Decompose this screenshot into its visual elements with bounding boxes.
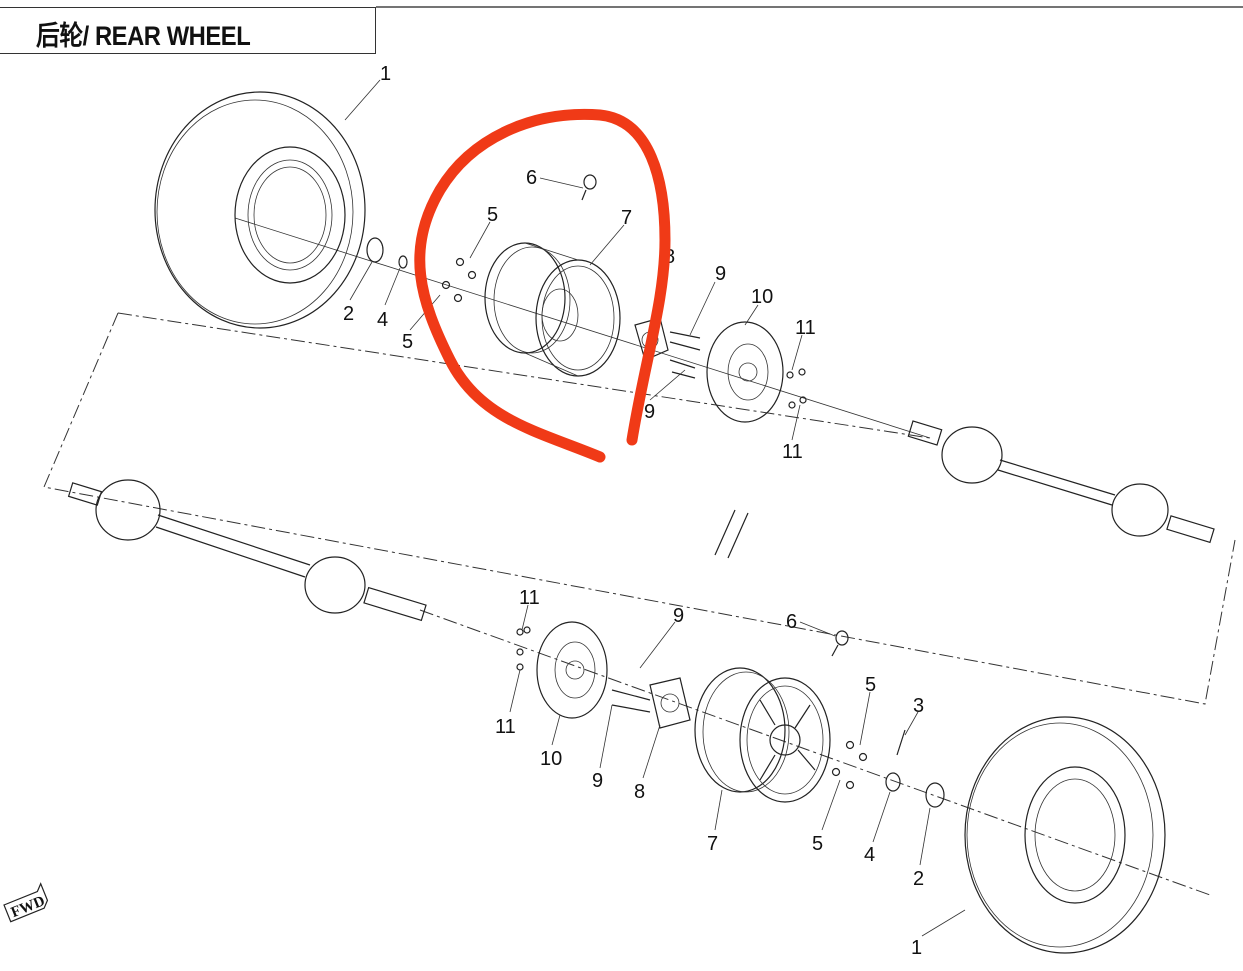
axle-outline — [43, 312, 1236, 705]
callout: 9 — [673, 605, 684, 627]
callout: 1 — [911, 937, 922, 959]
rim-bottom — [694, 667, 831, 803]
studs-top — [669, 331, 701, 379]
callout: 1 — [380, 63, 391, 85]
callout: 10 — [751, 286, 773, 308]
axle-center-top — [117, 312, 931, 439]
lug-nuts-top — [441, 257, 477, 303]
callout: 9 — [644, 401, 655, 423]
fwd-label: FWD — [9, 893, 48, 921]
callout: 9 — [592, 770, 603, 792]
callout: 5 — [812, 833, 823, 855]
brake-disc-bottom — [536, 621, 608, 719]
valve-stem-top — [581, 174, 597, 201]
callout: 2 — [913, 868, 924, 890]
lug-nuts-bottom — [831, 740, 868, 790]
callout: 6 — [786, 611, 797, 633]
callout: 5 — [402, 331, 413, 353]
tire-bottom — [964, 716, 1166, 954]
bolts-top — [786, 368, 807, 409]
leader-lines — [344, 79, 966, 937]
callout: 5 — [865, 674, 876, 696]
callout: 11 — [519, 587, 540, 609]
callout: 4 — [864, 844, 875, 866]
callout: 9 — [715, 263, 726, 285]
title-box — [0, 7, 376, 54]
fwd-arrow-icon: FWD — [3, 882, 49, 923]
hub-cap-bottom — [885, 729, 945, 808]
tire-top — [154, 91, 366, 329]
hub-bottom — [611, 677, 691, 729]
callout: 8 — [634, 781, 645, 803]
callout: 6 — [526, 167, 537, 189]
bolts-bottom — [516, 626, 531, 671]
callout: 3 — [913, 695, 924, 717]
callouts-top: 1 2 4 5 5 6 7 8 9 9 10 11 11 — [343, 63, 816, 463]
callout: 2 — [343, 303, 354, 325]
callout: 4 — [377, 309, 388, 331]
callouts-bottom: 11 11 10 9 9 8 7 6 5 5 3 4 2 1 — [495, 587, 924, 959]
top-axis-line — [234, 217, 931, 439]
valve-stem-bottom — [831, 630, 849, 657]
callout: 7 — [707, 833, 718, 855]
break-mark — [727, 512, 749, 559]
drive-shaft-right — [907, 420, 1215, 544]
axle-center-bottom — [419, 609, 1211, 896]
callout: 7 — [621, 207, 632, 229]
page-title: 后轮/ REAR WHEEL — [36, 21, 251, 51]
callout: 10 — [540, 748, 562, 770]
red-annotation-circle — [414, 108, 671, 463]
callout: 11 — [782, 441, 803, 463]
callout: 5 — [487, 204, 498, 226]
callout: 11 — [795, 317, 816, 339]
drive-shaft-left — [67, 479, 427, 622]
callout: 11 — [495, 716, 516, 738]
break-mark — [714, 509, 736, 556]
rim-top — [484, 242, 621, 377]
brake-disc-top — [706, 321, 784, 423]
hub-cap-top — [366, 237, 408, 269]
